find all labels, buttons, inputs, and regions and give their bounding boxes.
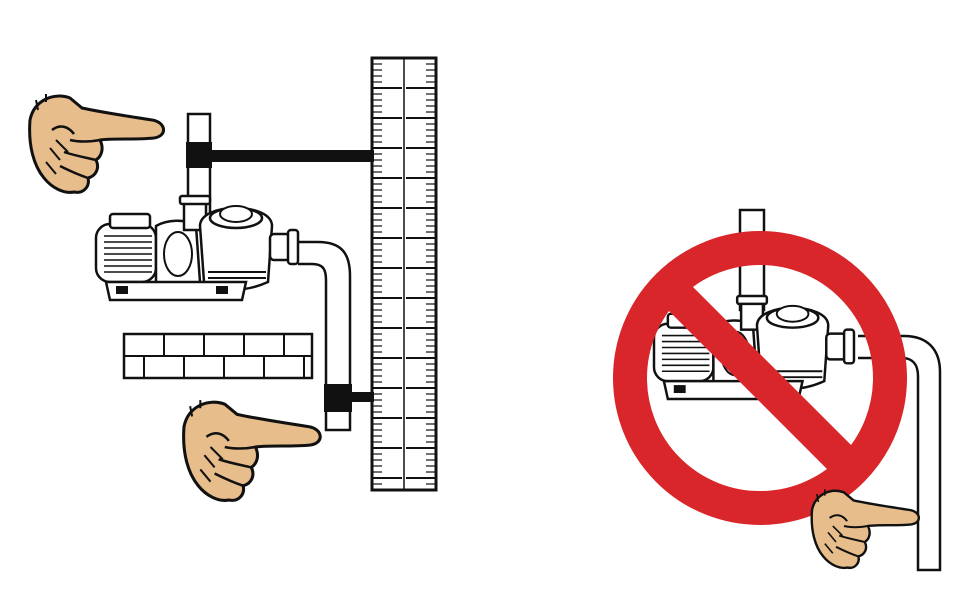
pool-pump-icon [96, 196, 298, 300]
pointing-hand-icon [184, 400, 321, 500]
pointing-hand-icon [812, 489, 919, 568]
measuring-scale-icon [372, 58, 436, 490]
correct-installation-panel [30, 58, 436, 500]
incorrect-installation-panel [630, 210, 940, 570]
brick-base-icon [124, 334, 312, 378]
pointing-hand-icon [30, 94, 164, 192]
discharge-pipe [186, 114, 374, 218]
